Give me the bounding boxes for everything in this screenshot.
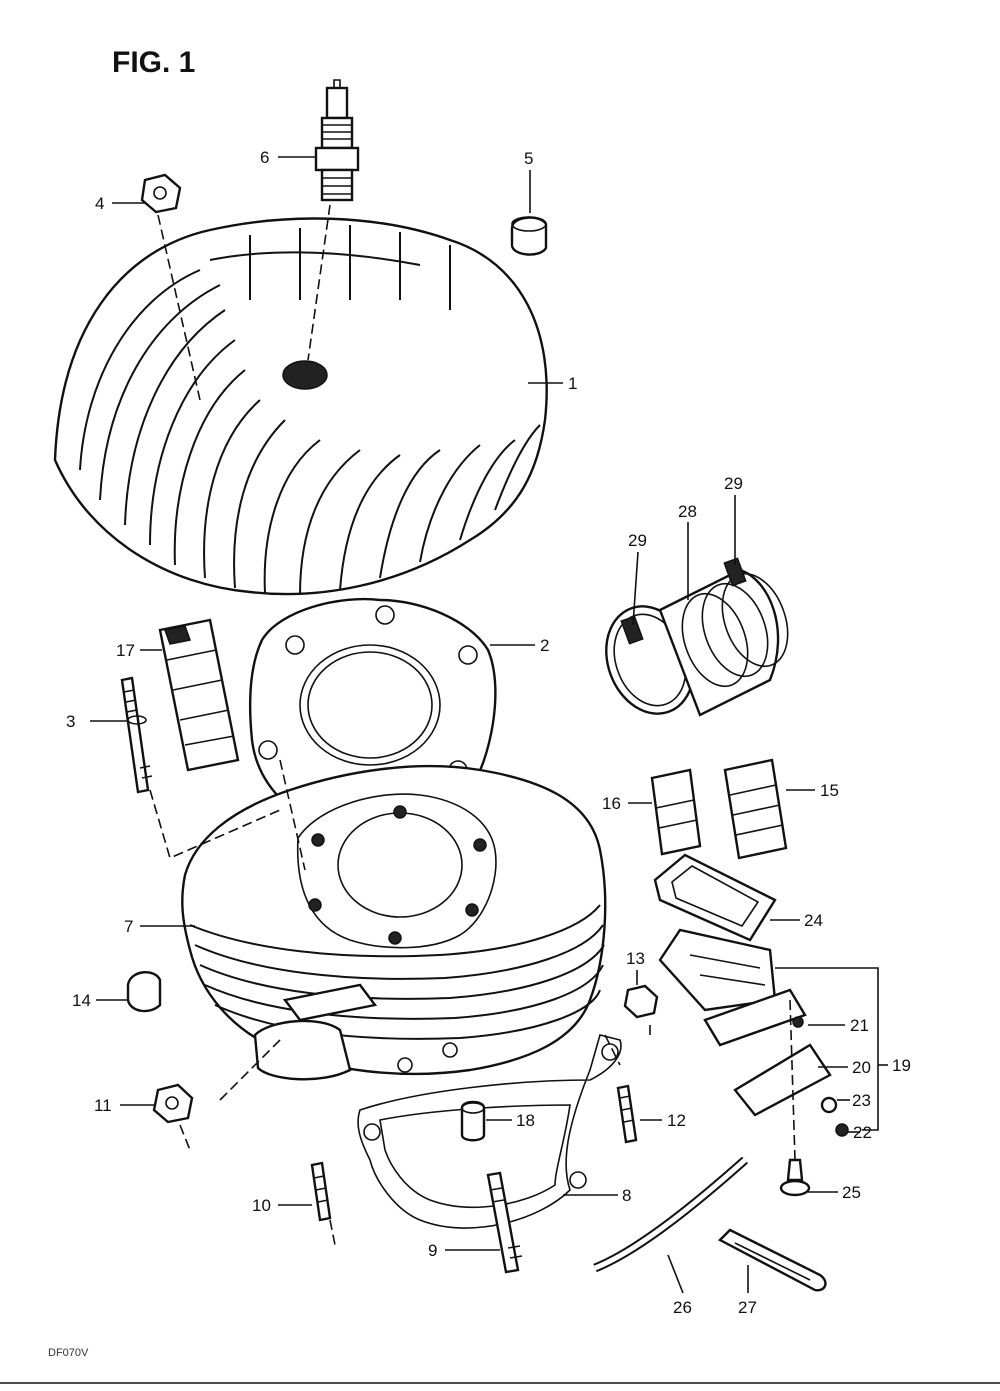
drain-hose <box>593 1156 748 1273</box>
callout-24: 24 <box>804 911 823 930</box>
callout-6: 6 <box>260 148 269 167</box>
screw-22 <box>835 1123 849 1137</box>
callout-18: 18 <box>516 1111 535 1130</box>
callout-8: 8 <box>622 1186 631 1205</box>
callout-10: 10 <box>252 1196 271 1215</box>
callout-12: 12 <box>667 1111 686 1130</box>
screw-25 <box>779 1158 811 1197</box>
callout-5: 5 <box>524 149 533 168</box>
cap-14 <box>126 971 162 1013</box>
stud-12 <box>616 1084 638 1144</box>
stud-10 <box>310 1161 332 1222</box>
callout-labels: 1 2 3 4 5 6 7 8 9 10 11 12 13 14 15 16 1… <box>66 148 911 1317</box>
footer-code: DF070V <box>48 1347 89 1359</box>
callout-28: 28 <box>678 502 697 521</box>
callout-17: 17 <box>116 641 135 660</box>
callout-13: 13 <box>626 949 645 968</box>
damper-rubber-16 <box>650 768 702 856</box>
spark-plug <box>314 79 360 202</box>
cap <box>510 216 548 256</box>
callout-26: 26 <box>673 1298 692 1317</box>
reed-valve <box>658 928 832 1117</box>
callout-19: 19 <box>892 1056 911 1075</box>
stud-9 <box>486 1171 523 1274</box>
callout-21: 21 <box>850 1016 869 1035</box>
callout-15: 15 <box>820 781 839 800</box>
callout-1: 1 <box>568 374 577 393</box>
dowel-pin <box>460 1100 486 1142</box>
callout-20: 20 <box>852 1058 871 1077</box>
callout-7: 7 <box>124 917 133 936</box>
callout-22: 22 <box>853 1123 872 1142</box>
callout-4: 4 <box>95 194 104 213</box>
figure-title: FIG. 1 <box>112 46 195 79</box>
callout-23: 23 <box>852 1091 871 1110</box>
callout-2: 2 <box>540 636 549 655</box>
leader-lines <box>90 156 888 1294</box>
nut-11 <box>152 1083 194 1124</box>
damper-rubber-17 <box>158 618 240 772</box>
cylinder-head <box>53 217 548 596</box>
callout-29-left: 29 <box>628 531 647 550</box>
damper-rubber-15 <box>723 758 788 860</box>
base-gasket <box>357 1034 622 1229</box>
callout-25: 25 <box>842 1183 861 1202</box>
head-nut <box>140 173 182 214</box>
cylinder <box>181 764 607 1081</box>
hose-clamp-27 <box>717 1228 827 1292</box>
stud-long <box>120 676 153 794</box>
callout-3: 3 <box>66 712 75 731</box>
reed-gasket <box>653 853 777 942</box>
callout-11: 11 <box>94 1096 112 1115</box>
callout-29-right: 29 <box>724 474 743 493</box>
nut-13 <box>623 984 659 1019</box>
callout-27: 27 <box>738 1298 757 1317</box>
washer-23 <box>820 1096 838 1114</box>
callout-16: 16 <box>602 794 621 813</box>
intake-pipe <box>605 557 789 717</box>
callout-9: 9 <box>428 1241 437 1260</box>
callout-14: 14 <box>72 991 91 1010</box>
